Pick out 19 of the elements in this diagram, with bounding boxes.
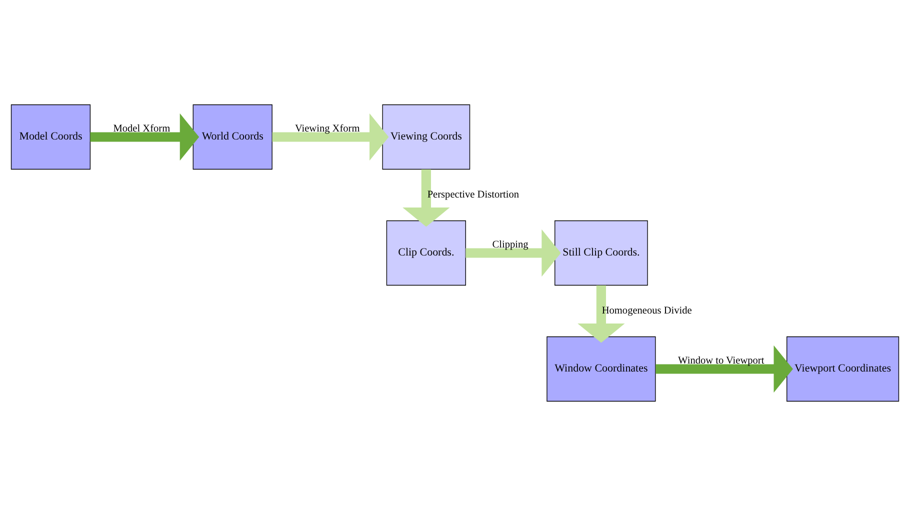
edge-label: Clipping: [492, 240, 528, 251]
arrow: [402, 169, 450, 227]
edge-label: Perspective Distortion: [427, 189, 520, 200]
node-box: Viewing Coords: [382, 104, 470, 170]
edge-label: Homogeneous Divide: [602, 305, 692, 316]
node-box: Clip Coords.: [386, 220, 466, 286]
edge-label: Model Xform: [113, 124, 170, 135]
arrow: [272, 113, 389, 161]
edge-label: Viewing Xform: [294, 124, 360, 135]
edge-label: Window to Viewport: [678, 356, 764, 367]
node-box: Viewport Coordinates: [786, 336, 900, 402]
node-box: Model Coords: [10, 104, 91, 170]
arrow: [578, 285, 625, 343]
node-box: Still Clip Coords.: [554, 220, 648, 286]
arrow: [90, 113, 200, 161]
arrow: [466, 229, 561, 277]
node-box: World Coords: [192, 104, 272, 170]
node-box: Window Coordinates: [546, 336, 656, 402]
arrow: [656, 345, 793, 393]
